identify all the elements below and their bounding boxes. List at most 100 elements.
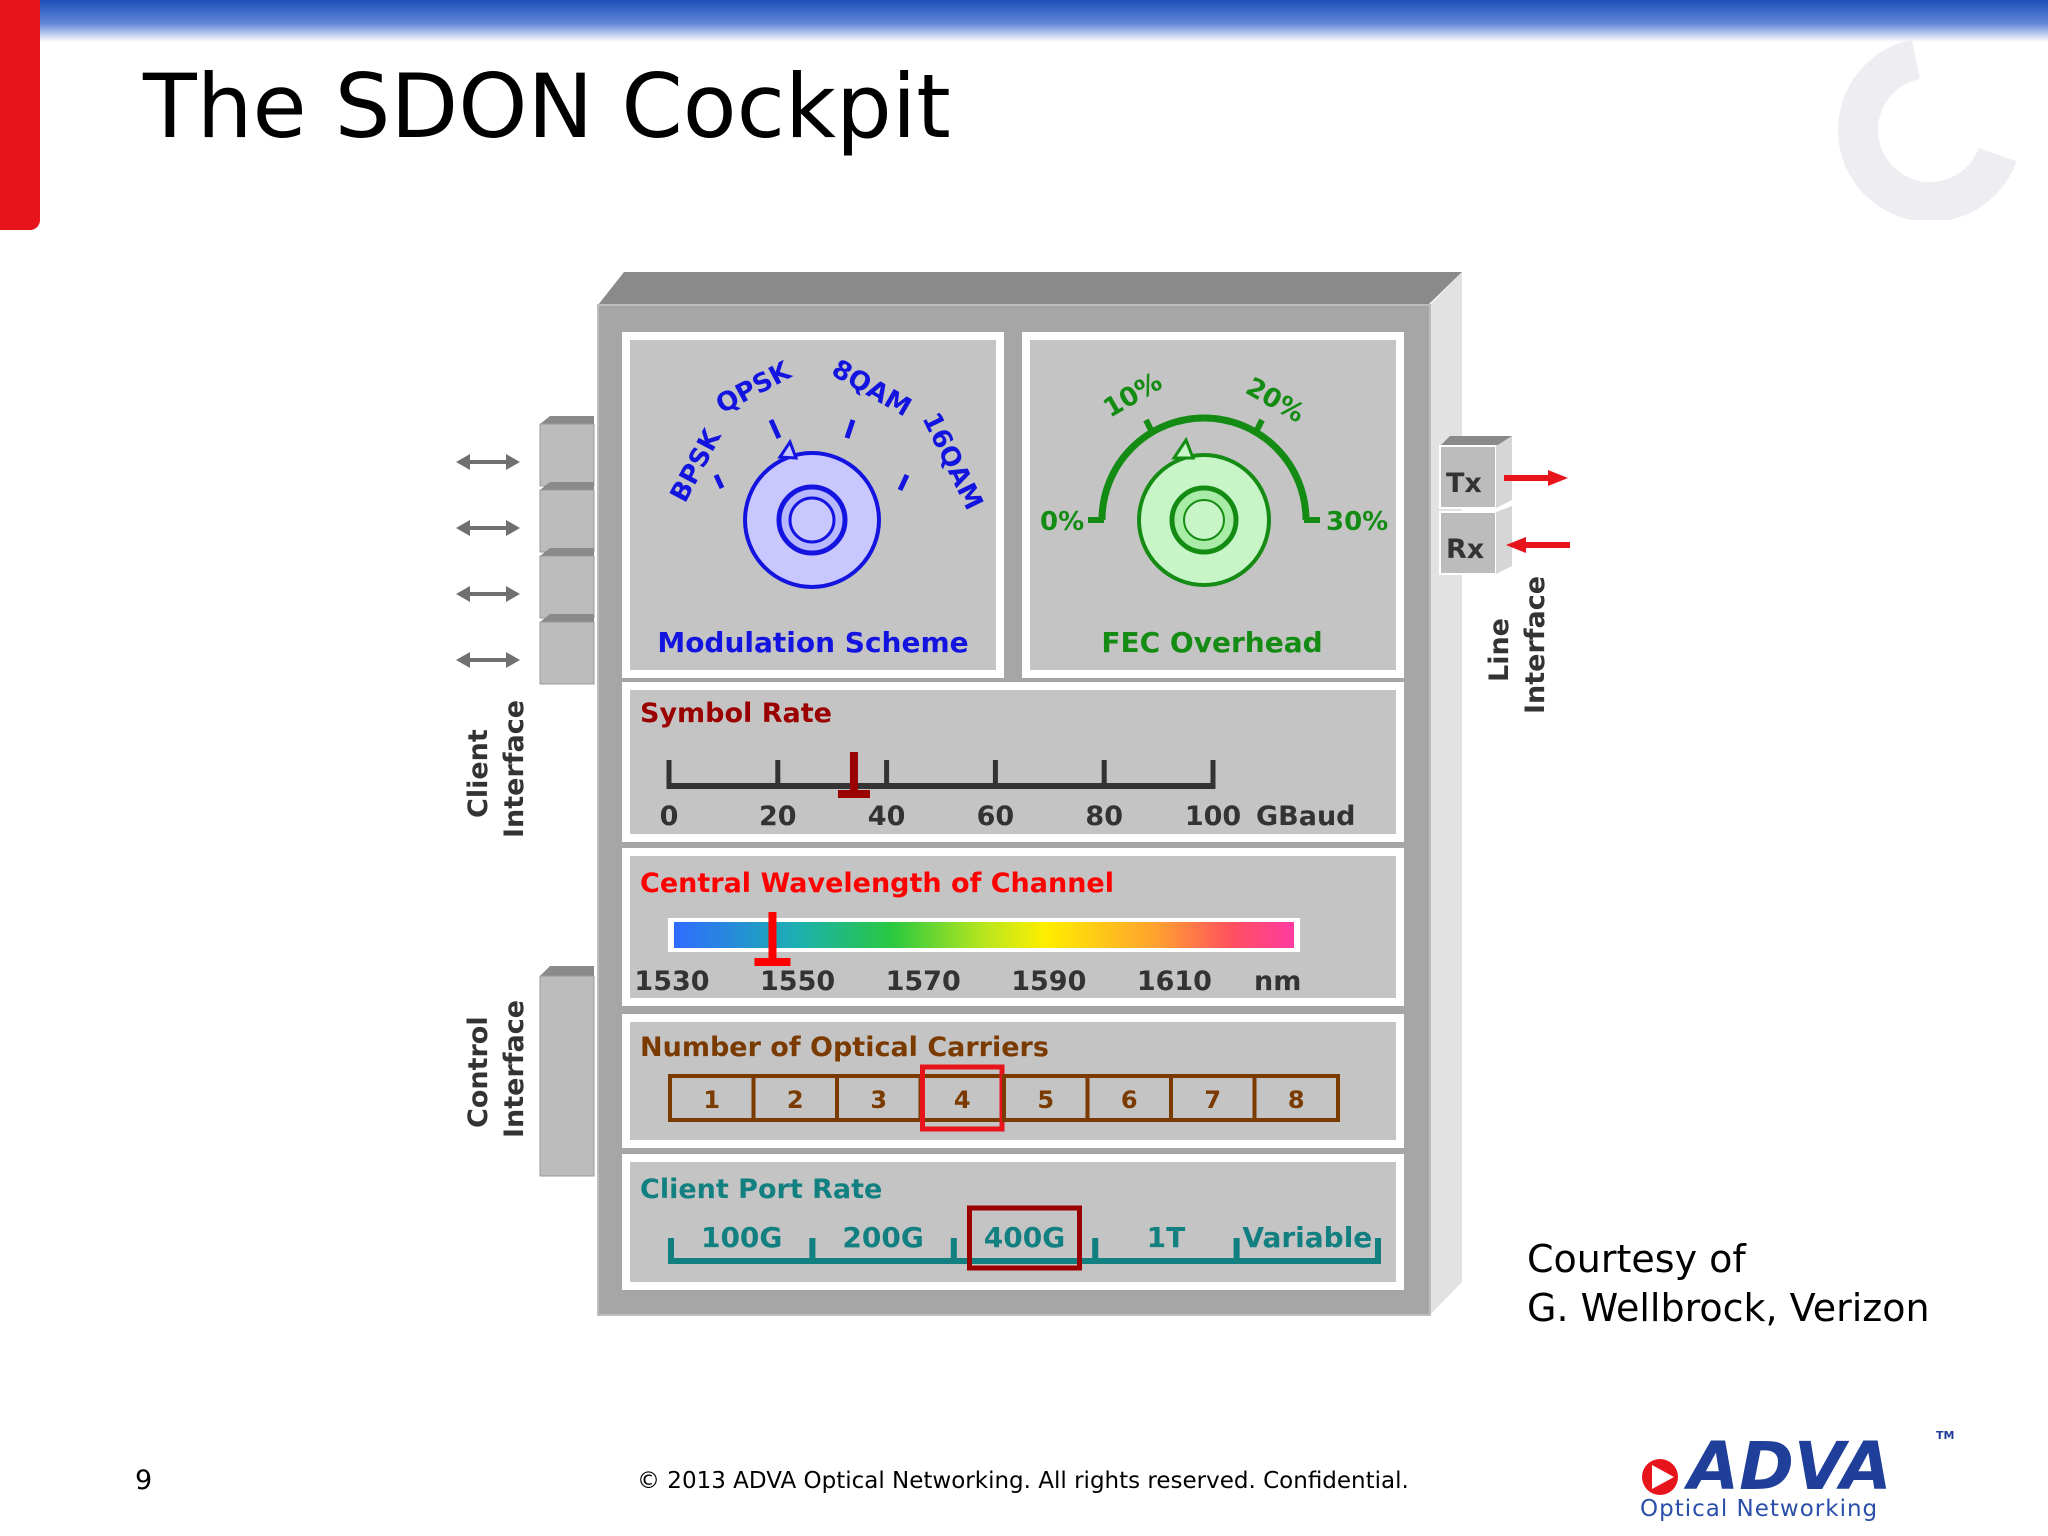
carrier-option-label: 4 [954, 1086, 971, 1114]
fec-label: FEC Overhead [1101, 626, 1322, 659]
client-port-rate-option-400g[interactable]: 400G [967, 1205, 1082, 1271]
symbol-rate-slider-handle[interactable] [837, 752, 870, 798]
wavelength-tick-label: 1610 [1137, 966, 1212, 997]
red-accent-tab [0, 0, 40, 230]
carrier-option-8[interactable]: 8 [1252, 1074, 1340, 1122]
fec-tick [1143, 418, 1155, 434]
client-port[interactable] [539, 423, 595, 487]
fec-option-30[interactable]: 30% [1326, 507, 1388, 537]
page-number: 9 [135, 1465, 153, 1496]
client-port-top [540, 548, 594, 556]
carrier-option-label: 3 [870, 1086, 887, 1114]
control-port-top [540, 966, 594, 976]
fec-knob-pointer [1171, 436, 1196, 460]
line-interface-label-line2: Interface [1520, 576, 1551, 714]
rx-port-side [1496, 506, 1512, 574]
cabinet-side-face [1430, 272, 1462, 1315]
page-title: The SDON Cockpit [143, 55, 951, 158]
top-gradient-bar [0, 0, 2048, 42]
client-port[interactable] [539, 489, 595, 553]
modulation-label: Modulation Scheme [657, 626, 968, 659]
carrier-option-box [1252, 1074, 1340, 1122]
client-port-rate-label: Client Port Rate [640, 1174, 882, 1205]
client-port-rate-option-variable[interactable]: Variable [1242, 1221, 1372, 1254]
client-port[interactable] [539, 555, 595, 619]
client-port-top [540, 614, 594, 622]
wavelength-tick-label: 1590 [1011, 966, 1086, 997]
bidirectional-arrow-icon [456, 652, 520, 668]
fec-arc [1098, 414, 1310, 521]
wavelength-tick-label: 1570 [886, 966, 961, 997]
wavelength-slider-handle[interactable] [754, 912, 791, 966]
fec-option-0[interactable]: 0% [1040, 507, 1084, 537]
fec-knob[interactable] [1137, 436, 1271, 587]
symbol-rate-label: Symbol Rate [640, 698, 832, 729]
courtesy-line2: G. Wellbrock, Verizon [1527, 1286, 1930, 1330]
control-interface-label-line1: Control [463, 1016, 494, 1128]
modulation-tick [768, 418, 782, 440]
client-interface-label-line2: Interface [499, 700, 530, 838]
wavelength-unit: nm [1254, 966, 1301, 997]
symbol-rate-unit: GBaud [1256, 801, 1356, 832]
bidirectional-arrow-icon [456, 454, 520, 470]
symbol-rate-tick-label: 60 [977, 801, 1015, 832]
wavelength-tick-label: 1550 [760, 966, 835, 997]
watermark-logo-icon [1838, 40, 2022, 220]
client-port-rate-option-label: 200G [842, 1221, 923, 1254]
client-port-top [540, 416, 594, 424]
spectrum-bar[interactable] [674, 922, 1294, 948]
tx-port-top [1440, 436, 1512, 446]
bidirectional-arrow-icon [456, 586, 520, 602]
control-interface-port[interactable] [539, 975, 595, 1177]
modulation-knob-pointer [777, 438, 799, 460]
symbol-rate-tick-label: 80 [1085, 801, 1123, 832]
carrier-option-label: 5 [1037, 1086, 1054, 1114]
rx-label: Rx [1446, 534, 1484, 565]
client-port-rate-panel [622, 1154, 1404, 1290]
adva-tm: TM [1936, 1429, 1954, 1442]
client-port-top [540, 482, 594, 490]
symbol-rate-tick-label: 100 [1185, 801, 1241, 832]
symbol-rate-panel [622, 682, 1404, 842]
adva-arrow-icon [1642, 1459, 1678, 1495]
cabinet-top-face [598, 272, 1462, 305]
wavelength-tick-label: 1530 [634, 966, 709, 997]
client-port-rate-option-1t[interactable]: 1T [1147, 1221, 1186, 1254]
carrier-option-label: 6 [1121, 1086, 1138, 1114]
client-port-rate-option-label: Variable [1242, 1221, 1372, 1254]
adva-logo: ADVA TM [1642, 1428, 1954, 1501]
client-interface-label-line1: Client [463, 729, 494, 818]
symbol-rate-tick-label: 20 [759, 801, 797, 832]
copyright-notice: © 2013 ADVA Optical Networking. All righ… [637, 1468, 1409, 1494]
carrier-option-label: 8 [1288, 1086, 1305, 1114]
bidirectional-arrow-icon [456, 520, 520, 536]
client-port[interactable] [539, 621, 595, 685]
client-port-rate-selected-highlight [967, 1205, 1082, 1271]
courtesy-line1: Courtesy of [1527, 1237, 1746, 1281]
symbol-rate-tick-label: 40 [868, 801, 906, 832]
tx-port-side [1496, 436, 1512, 508]
modulation-knob[interactable] [743, 438, 881, 589]
fec-tick [1253, 418, 1265, 434]
wavelength-label: Central Wavelength of Channel [640, 868, 1114, 899]
carriers-label: Number of Optical Carriers [640, 1032, 1049, 1063]
tx-port[interactable] [1439, 445, 1497, 509]
line-interface-label-line1: Line [1484, 618, 1515, 682]
client-port-rate-option-label: 400G [984, 1221, 1065, 1254]
modulation-panel [622, 332, 1004, 678]
tx-arrow-icon [1504, 470, 1568, 486]
tx-label: Tx [1446, 468, 1482, 499]
modulation-tick [897, 473, 910, 492]
client-port-rate-option-100g[interactable]: 100G [701, 1221, 782, 1254]
carrier-option-label: 2 [787, 1086, 804, 1114]
carrier-option-label: 1 [703, 1086, 720, 1114]
client-port-rate-option-label: 1T [1147, 1221, 1186, 1254]
modulation-tick [844, 419, 856, 439]
modulation-tick [713, 473, 725, 490]
adva-subtitle: Optical Networking [1640, 1496, 1879, 1522]
symbol-rate-tick-label: 0 [660, 801, 679, 832]
adva-logo-text: ADVA [1683, 1428, 1892, 1501]
rx-arrow-icon [1506, 537, 1570, 553]
client-port-rate-option-200g[interactable]: 200G [842, 1221, 923, 1254]
